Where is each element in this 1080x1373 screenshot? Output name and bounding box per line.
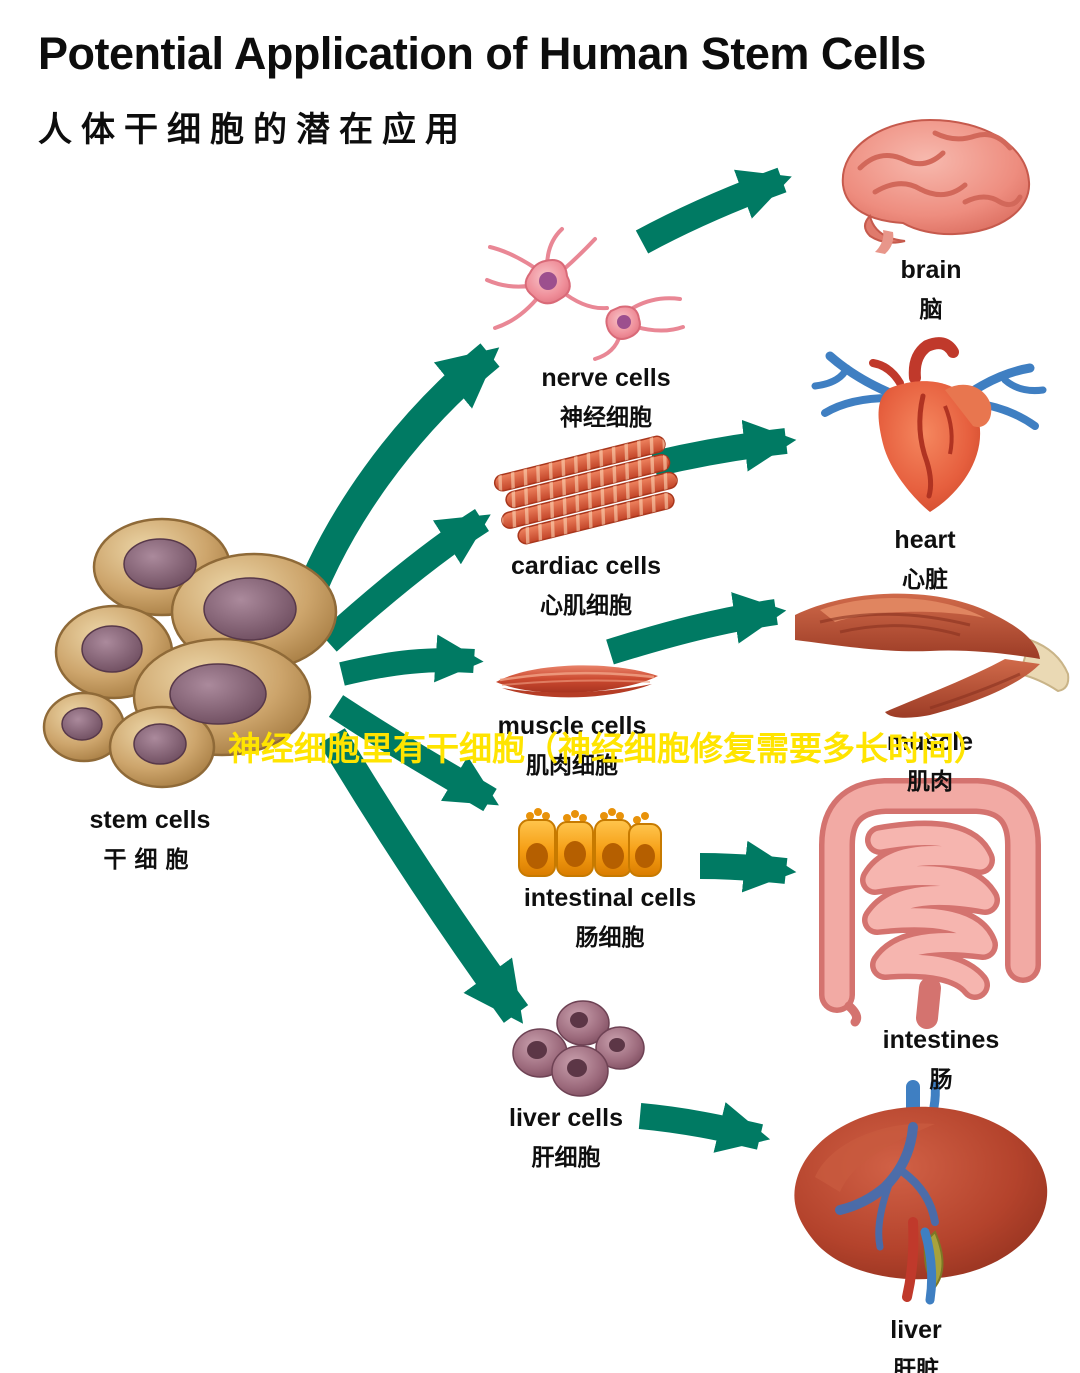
arrow-stem-to-intestinal-icon: [328, 695, 499, 812]
intestinal-cells-label-en: intestinal cells: [523, 884, 697, 912]
stem-cells-label: stem cells 干细胞: [30, 806, 270, 874]
liver-cells-illustration: [512, 1000, 645, 1097]
arrow-stem-to-cardiac-icon: [319, 509, 491, 652]
arrow-livercells-to-liver-icon: [638, 1102, 771, 1153]
intestinal-cells-illustration: [518, 808, 662, 877]
brain-label: brain 脑: [811, 256, 1051, 324]
intestinal-cells-label: intestinal cells 肠细胞: [490, 884, 730, 952]
muscle-cells-label-en: muscle cells: [497, 712, 647, 740]
cardiac-cells-illustration: [493, 435, 678, 545]
page-title: Potential Application of Human Stem Cell…: [38, 28, 926, 79]
arrow-musclecells-to-muscle-icon: [606, 592, 787, 665]
stem-cells-label-zh: 干细胞: [103, 845, 197, 872]
muscle-label-zh: 肌肉: [907, 767, 953, 794]
liver-label-zh: 肝脏: [893, 1355, 939, 1373]
intestines-illustration: [819, 778, 1041, 1029]
liver-label-en: liver: [890, 1316, 942, 1344]
cardiac-cells-label-en: cardiac cells: [510, 552, 662, 580]
arrow-intestinalcells-to-intestines-icon: [699, 840, 797, 893]
nerve-cells-label: nerve cells 神经细胞: [486, 364, 726, 432]
cardiac-cells-label: cardiac cells 心肌细胞: [466, 552, 706, 620]
brain-label-zh: 脑: [919, 295, 943, 322]
liver-illustration: [794, 1079, 1048, 1305]
liver-cells-label-en: liver cells: [509, 1104, 623, 1132]
intestines-label-en: intestines: [882, 1026, 1000, 1054]
arrow-stem-to-liver-icon: [319, 728, 529, 1024]
intestines-label: intestines 肠: [821, 1026, 1061, 1094]
muscle-cells-illustration: [496, 665, 658, 698]
liver-cells-label-zh: 肝细胞: [531, 1143, 601, 1170]
muscle-label-en: muscle: [886, 728, 974, 756]
nerve-cells-label-en: nerve cells: [541, 364, 671, 392]
nerve-cells-label-zh: 神经细胞: [560, 403, 652, 430]
muscle-illustration: [795, 593, 1070, 718]
stem-cells-label-en: stem cells: [89, 806, 211, 834]
brain-illustration: [841, 118, 1031, 254]
page-subtitle-zh: 人体干细胞的潜在应用: [38, 111, 468, 149]
muscle-cells-label-zh: 肌肉细胞: [526, 751, 618, 778]
intestines-label-zh: 肠: [929, 1065, 953, 1092]
nerve-cells-illustration: [485, 227, 685, 361]
stem-cells-illustration: [42, 517, 338, 789]
liver-label: liver 肝脏: [796, 1316, 1036, 1373]
heart-label: heart 心脏: [805, 526, 1045, 594]
muscle-label: muscle 肌肉: [810, 728, 1050, 796]
arrow-stem-to-muscle-icon: [339, 634, 484, 686]
watermark-text: 神经细胞里有干细胞（神经细胞修复需要多长时间）: [228, 730, 987, 767]
arrow-nerve-to-brain-icon: [635, 167, 792, 254]
muscle-cells-label: muscle cells 肌肉细胞: [452, 712, 692, 780]
liver-cells-label: liver cells 肝细胞: [446, 1104, 686, 1172]
brain-label-en: brain: [900, 256, 962, 284]
heart-label-en: heart: [894, 526, 956, 554]
heart-illustration: [811, 337, 1047, 512]
heart-label-zh: 心脏: [902, 565, 948, 592]
cardiac-cells-label-zh: 心肌细胞: [540, 591, 632, 618]
intestinal-cells-label-zh: 肠细胞: [575, 923, 645, 950]
